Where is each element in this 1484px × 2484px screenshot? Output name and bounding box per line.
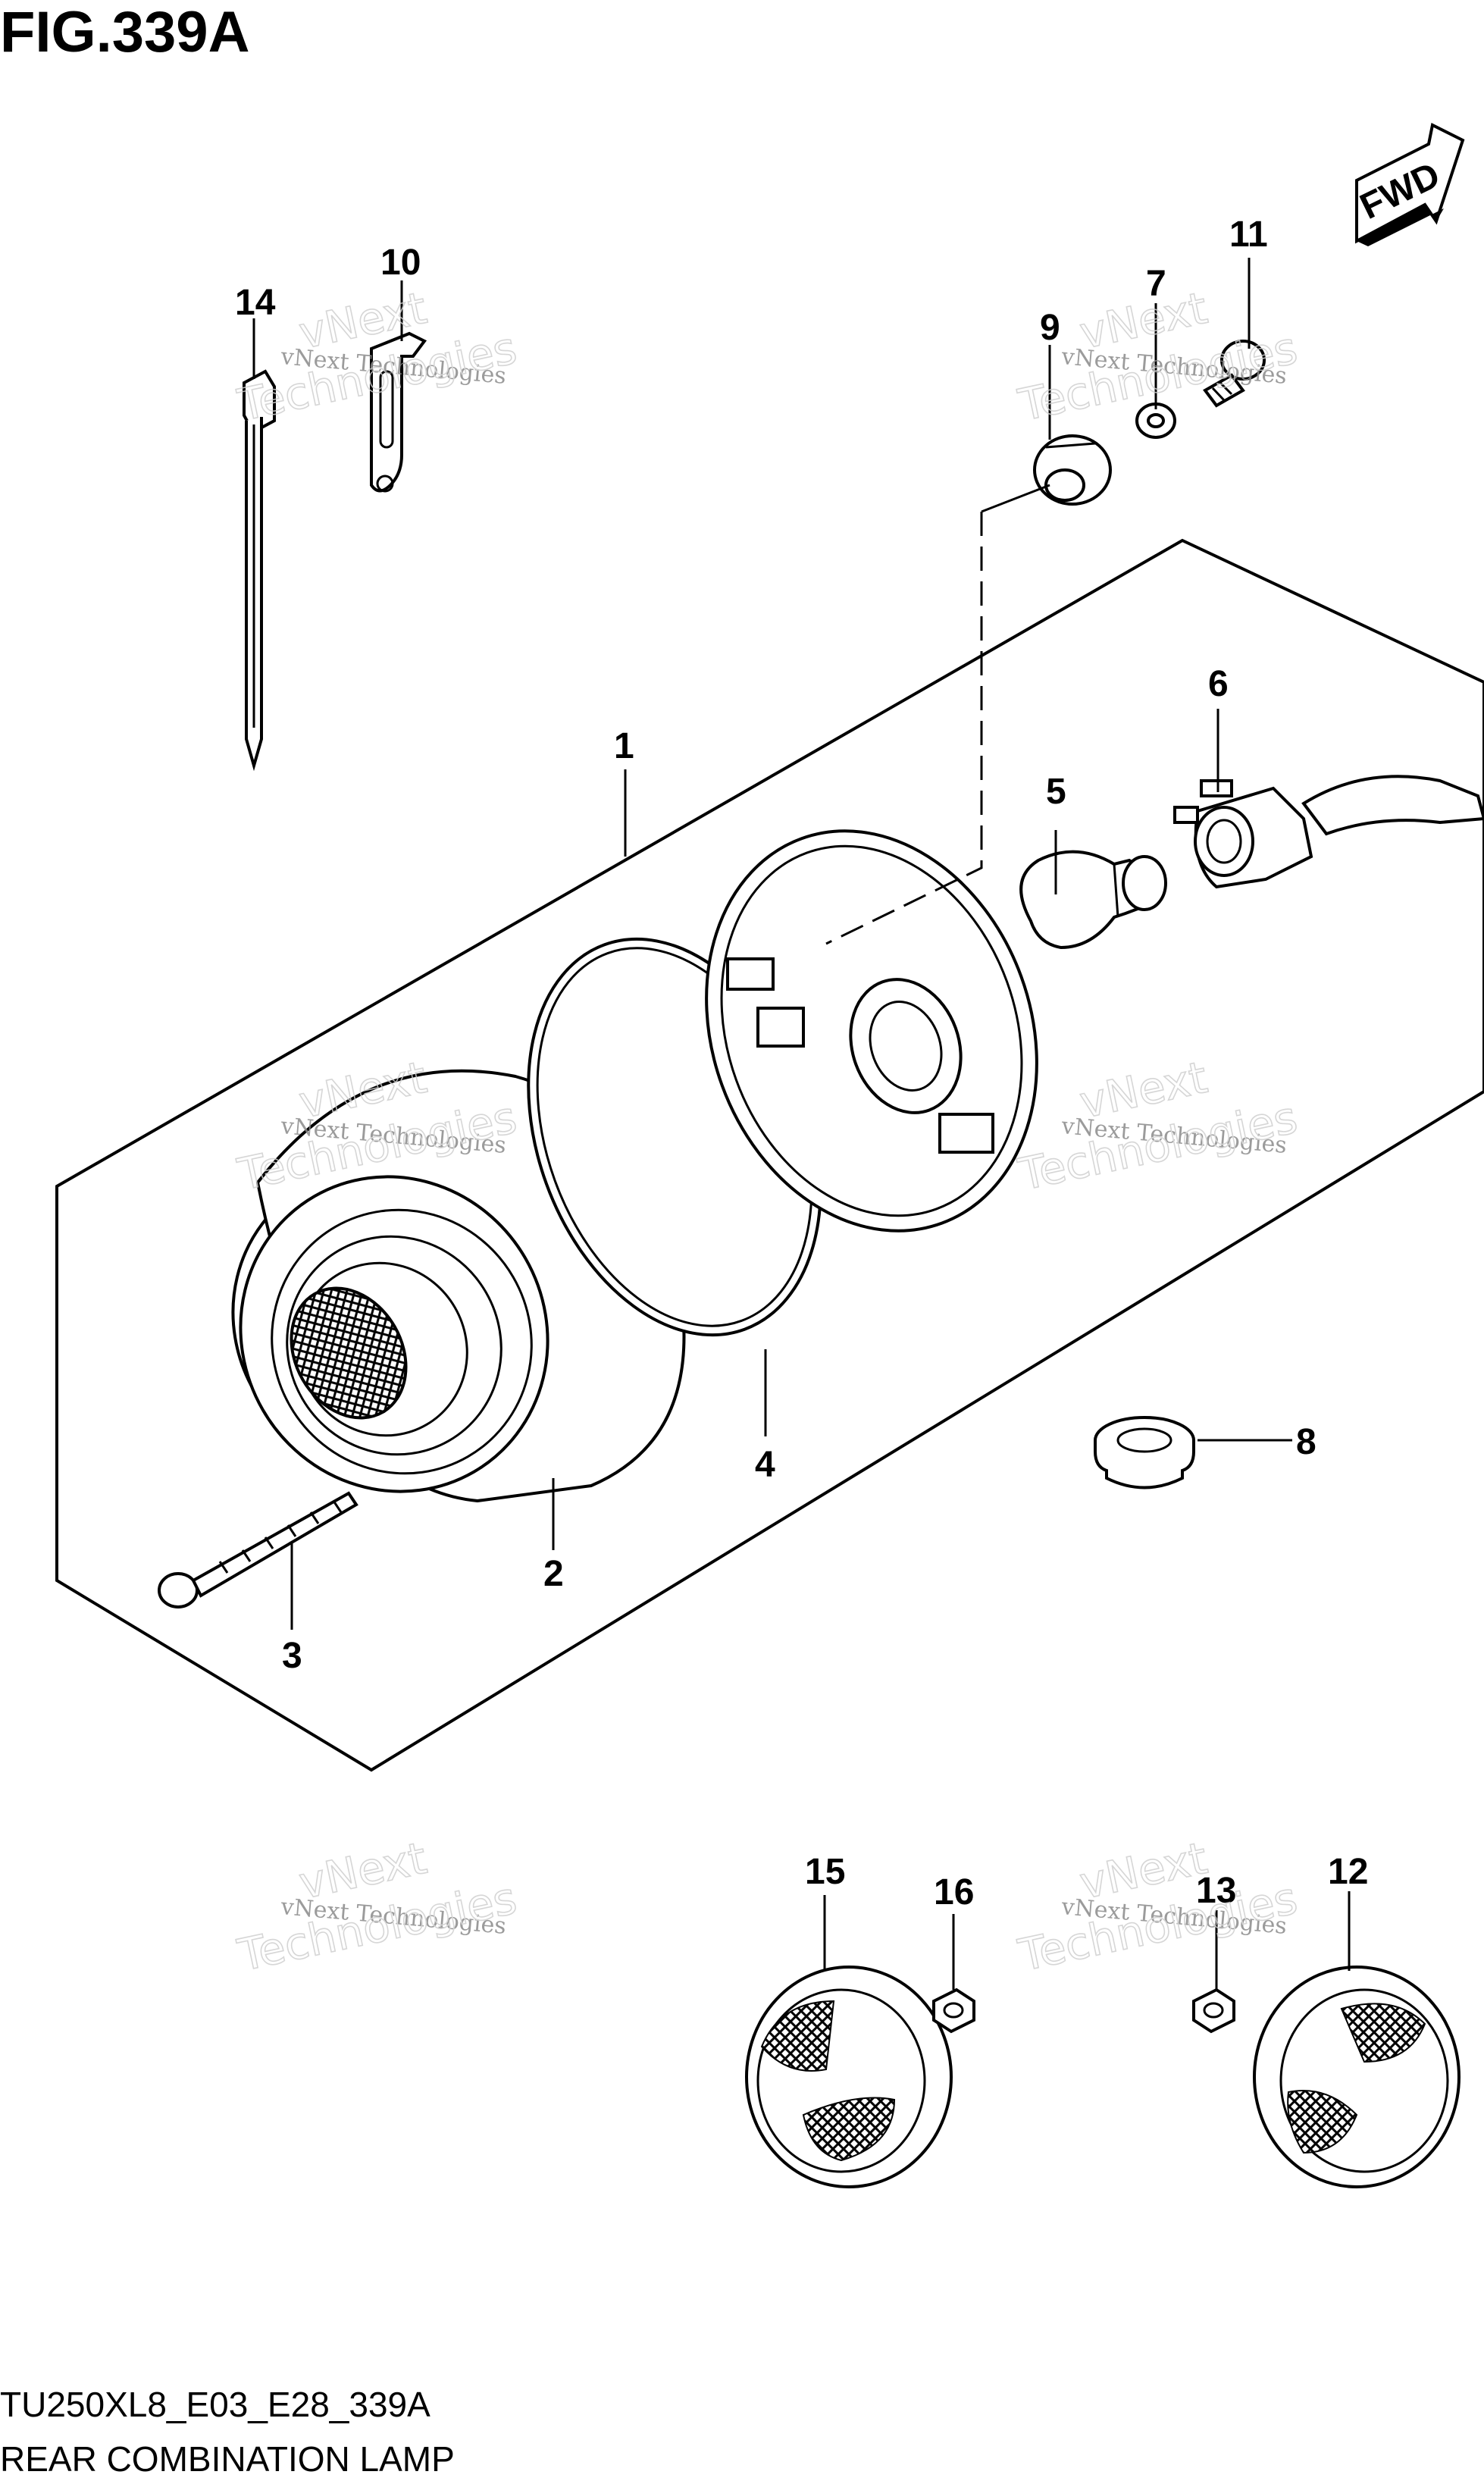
part-14-cable-tie[interactable] (243, 369, 276, 772)
callout-9: 9 (1040, 308, 1060, 348)
watermark-bottom-left: vNext Technologies vNext Technologies (233, 1831, 521, 1982)
callout-5: 5 (1046, 772, 1066, 812)
callout-2: 2 (543, 1554, 564, 1594)
watermark-bottom-right: vNext Technologies vNext Technologies (1013, 1831, 1302, 1982)
part-9-grommet[interactable] (1033, 434, 1112, 506)
part-13-nut[interactable] (1192, 1988, 1235, 2034)
callout-8: 8 (1296, 1422, 1317, 1462)
leader-lines (252, 258, 1351, 1990)
part-6-socket[interactable] (1173, 775, 1484, 889)
section-name: REAR COMBINATION LAMP (0, 2439, 455, 2479)
part-10-clamp[interactable] (370, 331, 427, 493)
callout-15: 15 (805, 1852, 845, 1892)
callout-3: 3 (282, 1636, 302, 1676)
figure-title: FIG.339A (0, 0, 249, 64)
callout-16: 16 (934, 1872, 974, 1912)
part-5-bulb[interactable] (1019, 850, 1167, 950)
callout-10: 10 (380, 243, 421, 283)
part-3-screw[interactable] (158, 1491, 358, 1608)
part-16-nut[interactable] (932, 1988, 975, 2034)
part-1-housing[interactable] (652, 784, 1091, 1277)
callout-numbers: 1 2 3 4 5 6 7 8 9 10 11 12 13 14 15 16 (235, 215, 1368, 1912)
callout-6: 6 (1208, 664, 1229, 704)
part-12-reflector[interactable] (1253, 1966, 1461, 2188)
part-11-screw[interactable] (1203, 340, 1266, 408)
forward-arrow-icon: FWD (1354, 123, 1465, 246)
watermark-mid-right: vNext Technologies vNext Technologies (1013, 1051, 1302, 1201)
lamp-assembly-box (55, 538, 1484, 1772)
callout-4: 4 (755, 1445, 775, 1485)
model-code: TU250XL8_E03_E28_339A (0, 2385, 430, 2424)
callout-7: 7 (1146, 264, 1166, 304)
callout-1: 1 (614, 726, 634, 766)
callout-11: 11 (1229, 215, 1268, 255)
callout-14: 14 (235, 283, 276, 323)
callout-12: 12 (1328, 1852, 1368, 1892)
part-8-grommet[interactable] (1094, 1416, 1195, 1489)
callout-13: 13 (1196, 1871, 1236, 1911)
part-15-reflector[interactable] (745, 1966, 953, 2188)
